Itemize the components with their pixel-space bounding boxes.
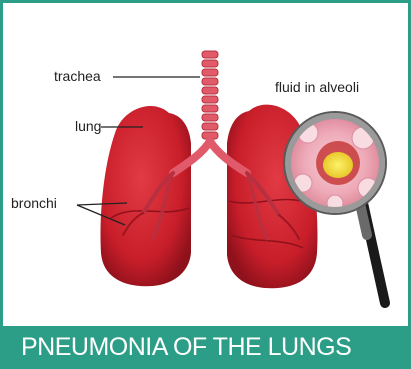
fluid-in-alveoli-label: fluid in alveoli [275,79,359,95]
lung-label: lung [75,118,101,134]
fluid-spot [323,152,353,178]
banner-title: PNEUMONIA OF THE LUNGS [21,333,351,362]
trachea-label: trachea [54,68,101,84]
trachea [202,51,218,139]
magnifier-lens [284,112,386,214]
left-lung [101,106,191,286]
bronchi-label: bronchi [11,195,57,211]
lung-illustration [3,3,408,333]
title-banner: PNEUMONIA OF THE LUNGS [3,326,408,366]
